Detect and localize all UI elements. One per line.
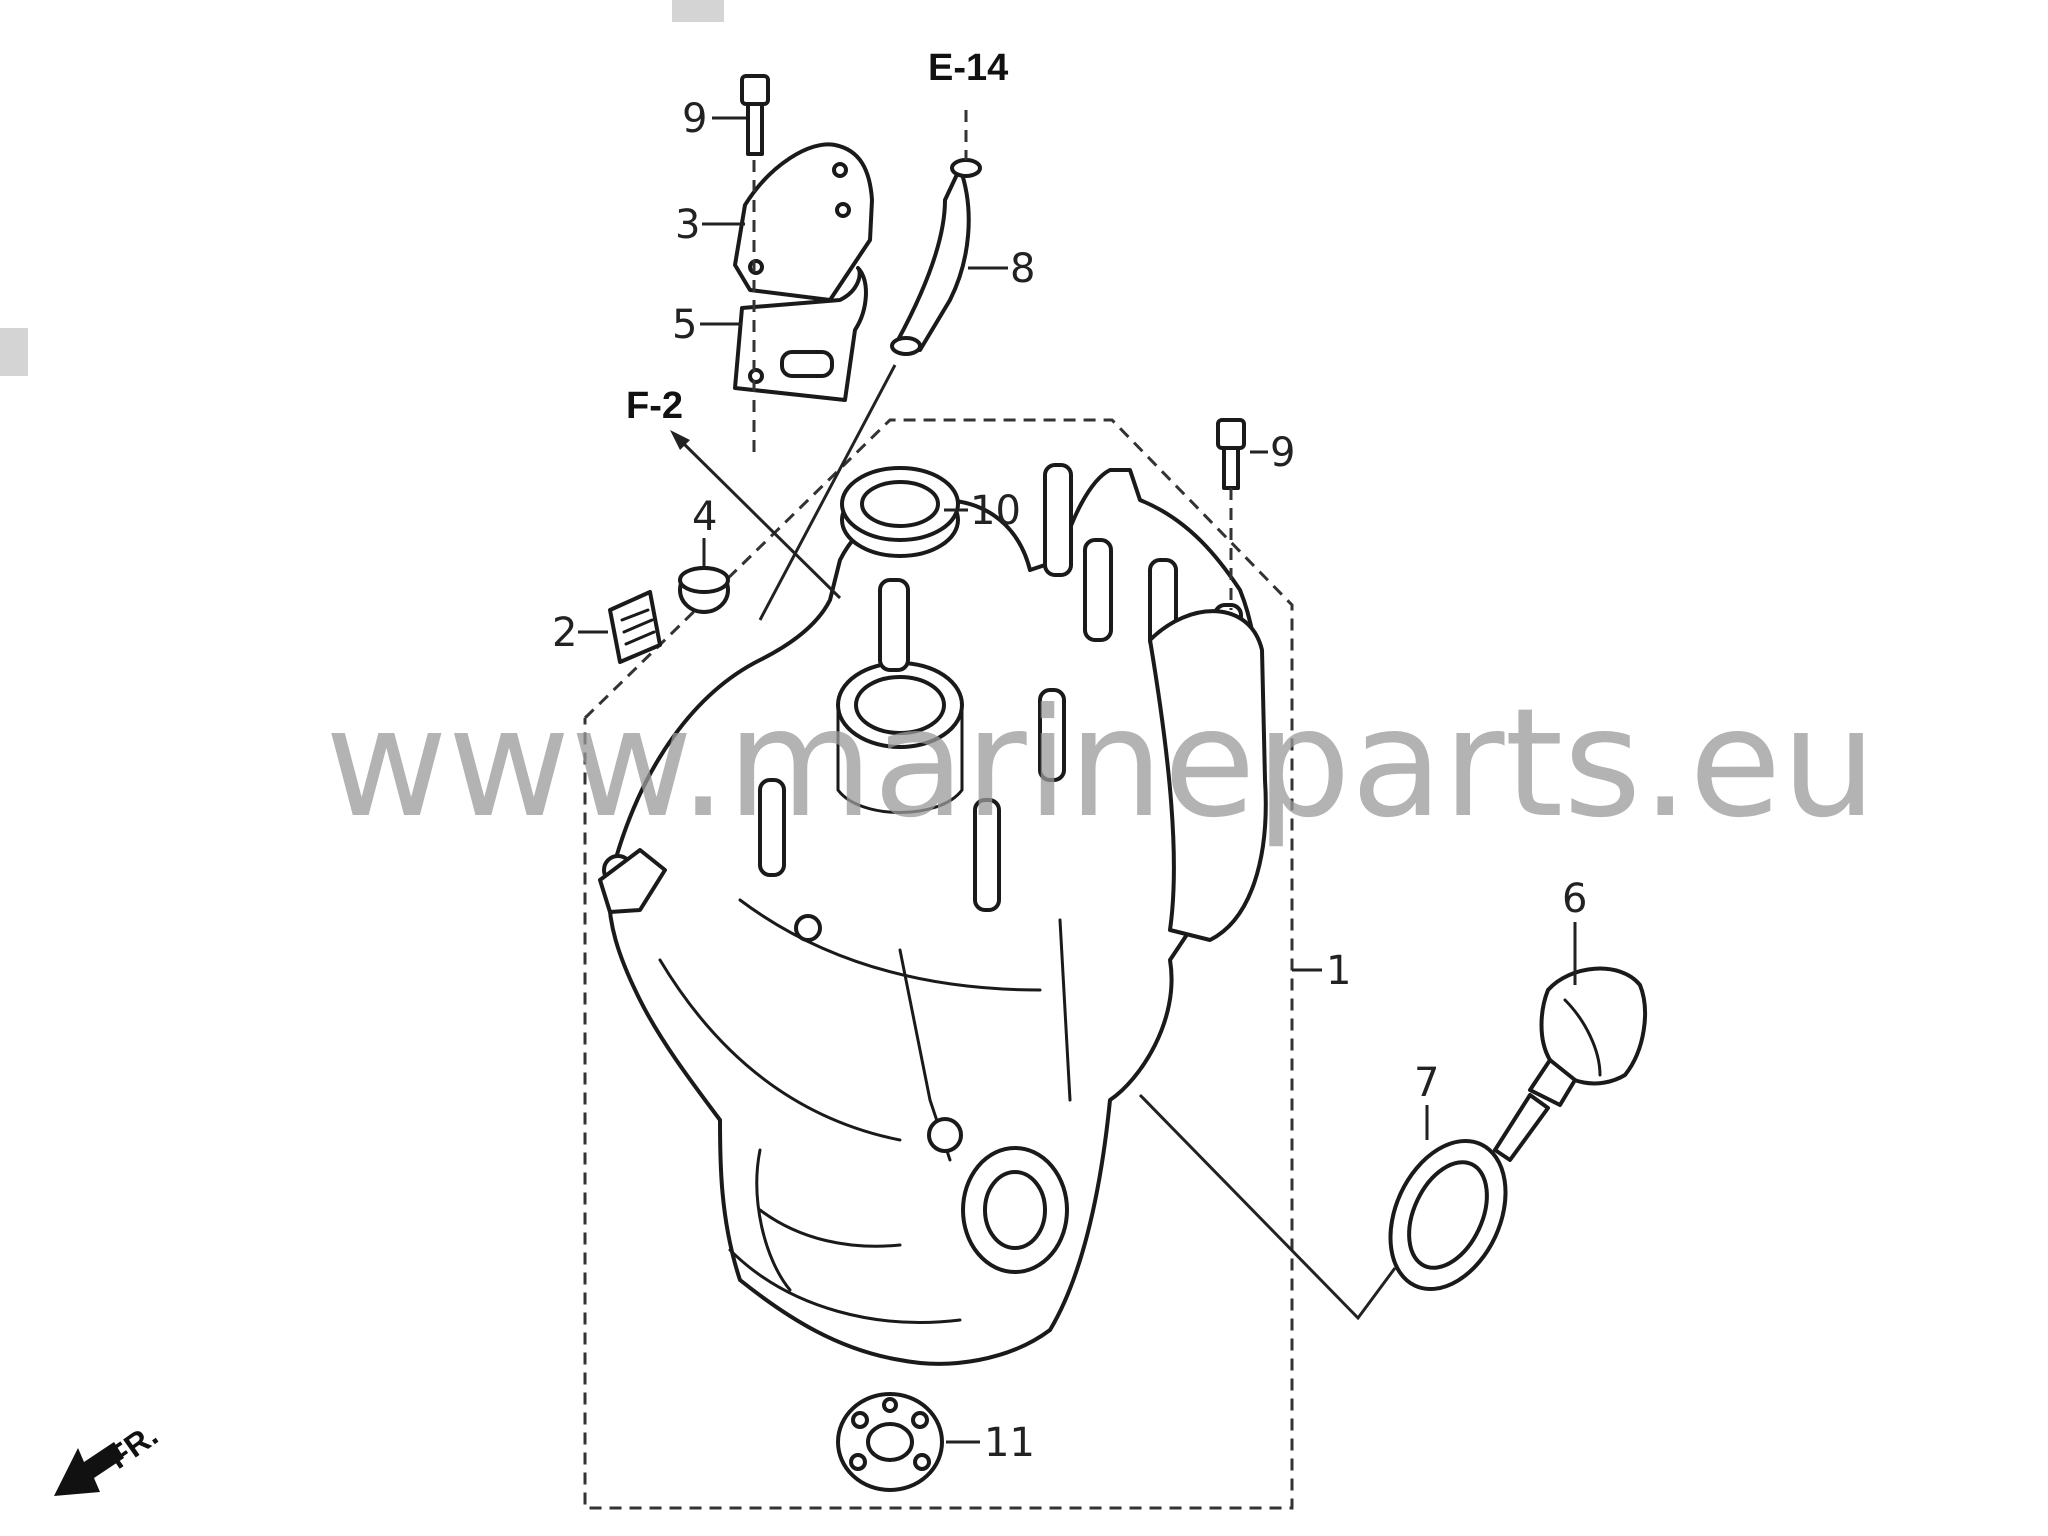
- callout-2: 2: [552, 610, 577, 656]
- callout-9-top: 9: [682, 96, 707, 142]
- bolt-top: [740, 74, 770, 156]
- drain-plug: [1493, 922, 1647, 1162]
- callout-1: 1: [1326, 948, 1351, 994]
- breather-hose: [758, 110, 982, 621]
- callout-5: 5: [672, 302, 697, 348]
- oil-seal-10: [840, 466, 960, 558]
- callout-9-right: 9: [1270, 430, 1295, 476]
- ref-label-front: FR.: [101, 1417, 164, 1476]
- gear-case-housing: [598, 463, 1268, 1366]
- cover-plate: [733, 142, 874, 302]
- callout-7: 7: [1414, 1060, 1439, 1106]
- gasket-plate: [733, 266, 868, 402]
- watermark-text: www.marineparts.eu: [325, 677, 1877, 851]
- front-arrow: [54, 1442, 124, 1496]
- callout-6: 6: [1562, 876, 1587, 922]
- f2-leader: [678, 438, 842, 600]
- callout-4: 4: [692, 494, 717, 540]
- ref-label-e14: E-14: [928, 47, 1008, 89]
- f2-arrowhead: [670, 430, 690, 450]
- label-plate: [608, 590, 662, 664]
- gasket-washer: [1388, 1105, 1508, 1292]
- callout-10: 10: [970, 488, 1021, 534]
- scan-mark-left: [0, 328, 28, 376]
- leader-1-7: [1138, 1093, 1397, 1321]
- plug-cap: [678, 566, 730, 614]
- scan-mark-top: [672, 0, 724, 22]
- callout-3: 3: [675, 202, 700, 248]
- bolt-right: [1216, 418, 1246, 610]
- callout-11: 11: [984, 1420, 1035, 1466]
- callout-8: 8: [1010, 246, 1035, 292]
- callout-leaders: [578, 116, 1268, 1444]
- assembly-bracket: [583, 418, 1322, 1510]
- ref-label-f2: F-2: [626, 385, 683, 427]
- bearing: [836, 1392, 944, 1492]
